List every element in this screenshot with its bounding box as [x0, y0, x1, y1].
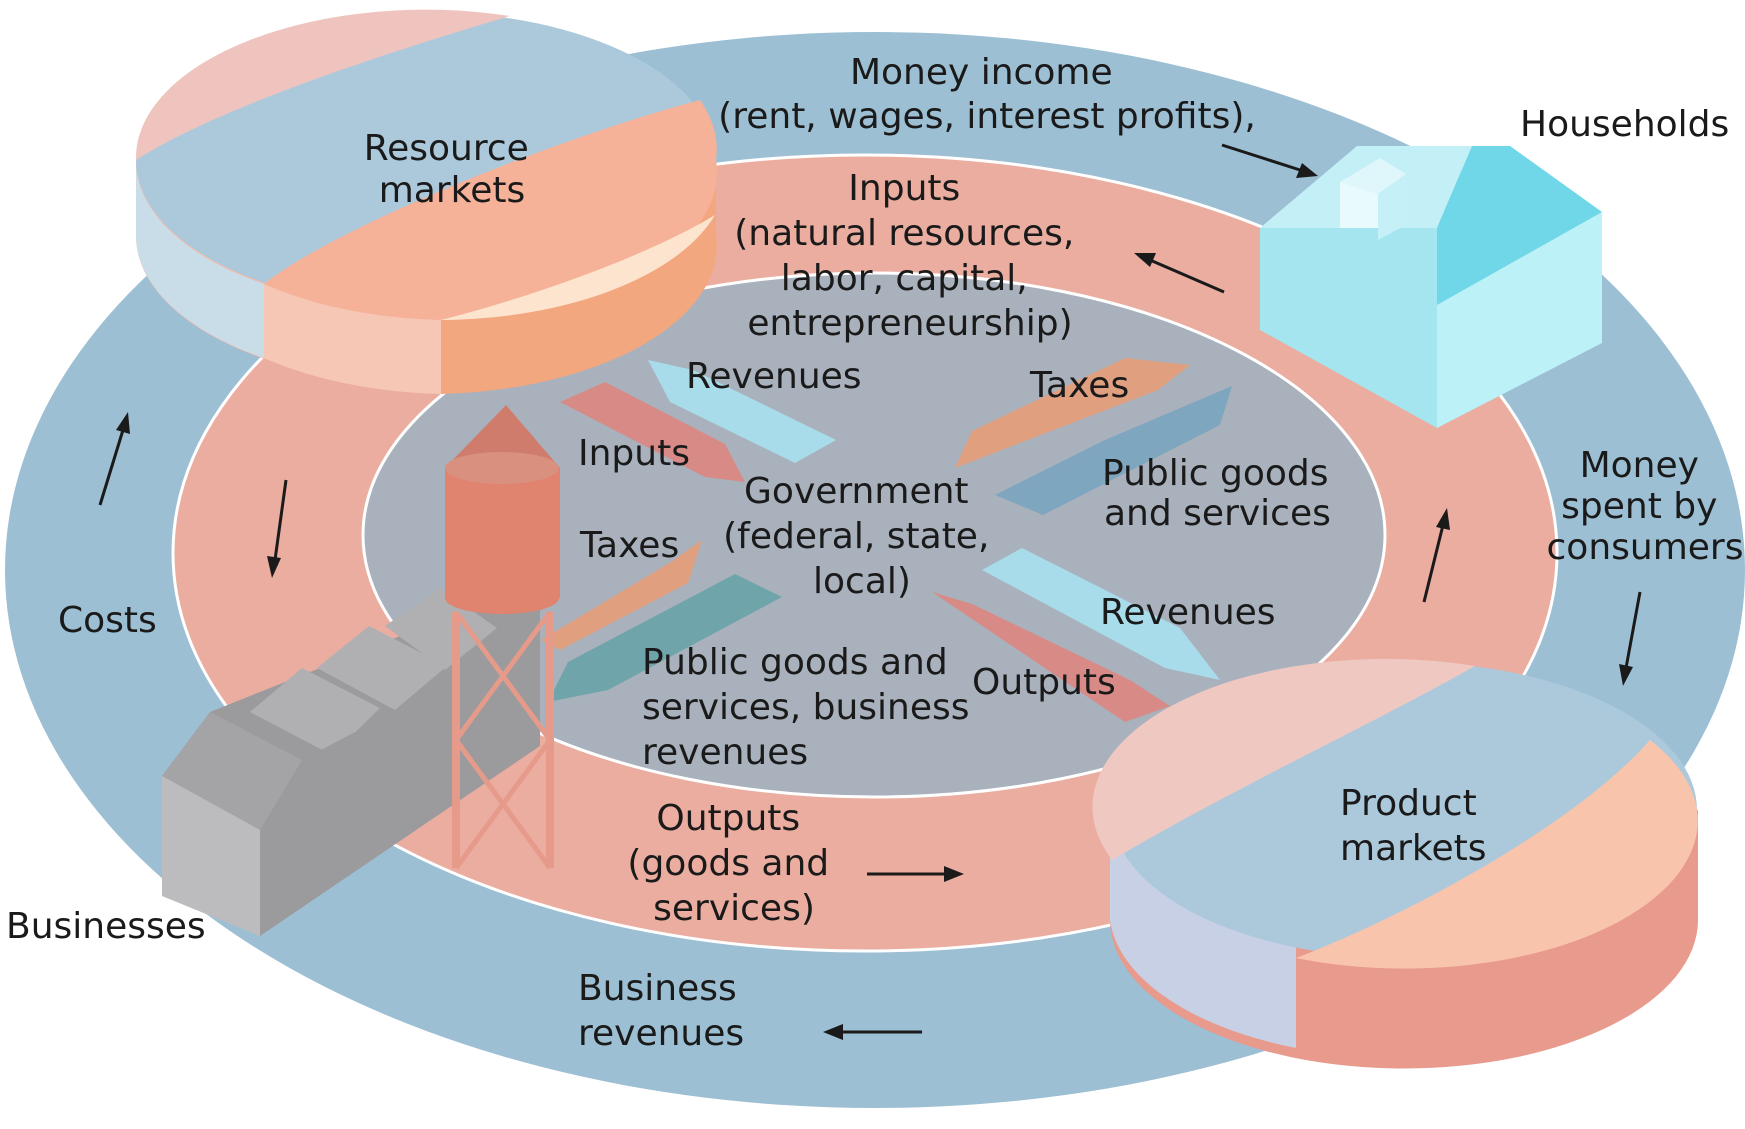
arrow-costs-up [98, 412, 130, 506]
water-tower [445, 405, 560, 870]
arrow-costs-down [267, 479, 288, 578]
government-label: Government (federal, state, local) [723, 471, 1001, 602]
taxes-left-label: Taxes [579, 525, 679, 566]
public-goods-top-flow [995, 386, 1232, 515]
arrow-inputs [1134, 253, 1225, 294]
revenues-right-flow [982, 548, 1220, 680]
outputs-inner-flow [932, 592, 1170, 722]
outputs-outer-label: Outputs (goods and services) [627, 798, 840, 929]
businesses-label: Businesses [6, 906, 206, 947]
public-goods-business-label: Public goods and services, business reve… [642, 642, 981, 773]
inputs-inner-flow [560, 382, 745, 482]
revenues-top-label: Revenues [686, 356, 862, 397]
outputs-inner-label: Outputs [972, 662, 1116, 703]
arrow-money-spent-down [1619, 591, 1642, 686]
revenues-top-flow [648, 360, 836, 463]
businesses-factory [162, 580, 540, 936]
revenues-right-label: Revenues [1100, 592, 1276, 633]
arrow-money-spent-up [1422, 508, 1450, 603]
business-revenues-label: Business revenues [578, 968, 748, 1054]
resource-markets-disc [135, 9, 717, 394]
taxes-top-label: Taxes [1029, 365, 1129, 406]
public-goods-right-label: Public goods and services [1102, 453, 1340, 534]
government-flows [541, 358, 1232, 722]
product-markets-label: Product markets [1340, 783, 1488, 869]
money-income-label: Money income (rent, wages, interest prof… [718, 52, 1256, 137]
taxes-left-flow [541, 540, 702, 650]
arrow-business-revenues [823, 1024, 922, 1040]
public-goods-left-flow [548, 574, 782, 702]
taxes-top-flow [955, 358, 1190, 468]
flow-arrows [98, 143, 1642, 1040]
household-house [1260, 146, 1602, 428]
inputs-inner-label: Inputs [578, 433, 690, 474]
arrow-outputs [867, 866, 964, 882]
product-markets-disc [1092, 658, 1698, 1069]
money-spent-label: Money spent by consumers [1547, 445, 1744, 568]
arrow-money-income [1221, 143, 1318, 178]
costs-label: Costs [58, 600, 157, 641]
resource-markets-label: Resource markets [364, 128, 541, 211]
households-label: Households [1520, 104, 1729, 145]
inputs-outer-label: Inputs (natural resources, labor, capita… [734, 168, 1086, 344]
